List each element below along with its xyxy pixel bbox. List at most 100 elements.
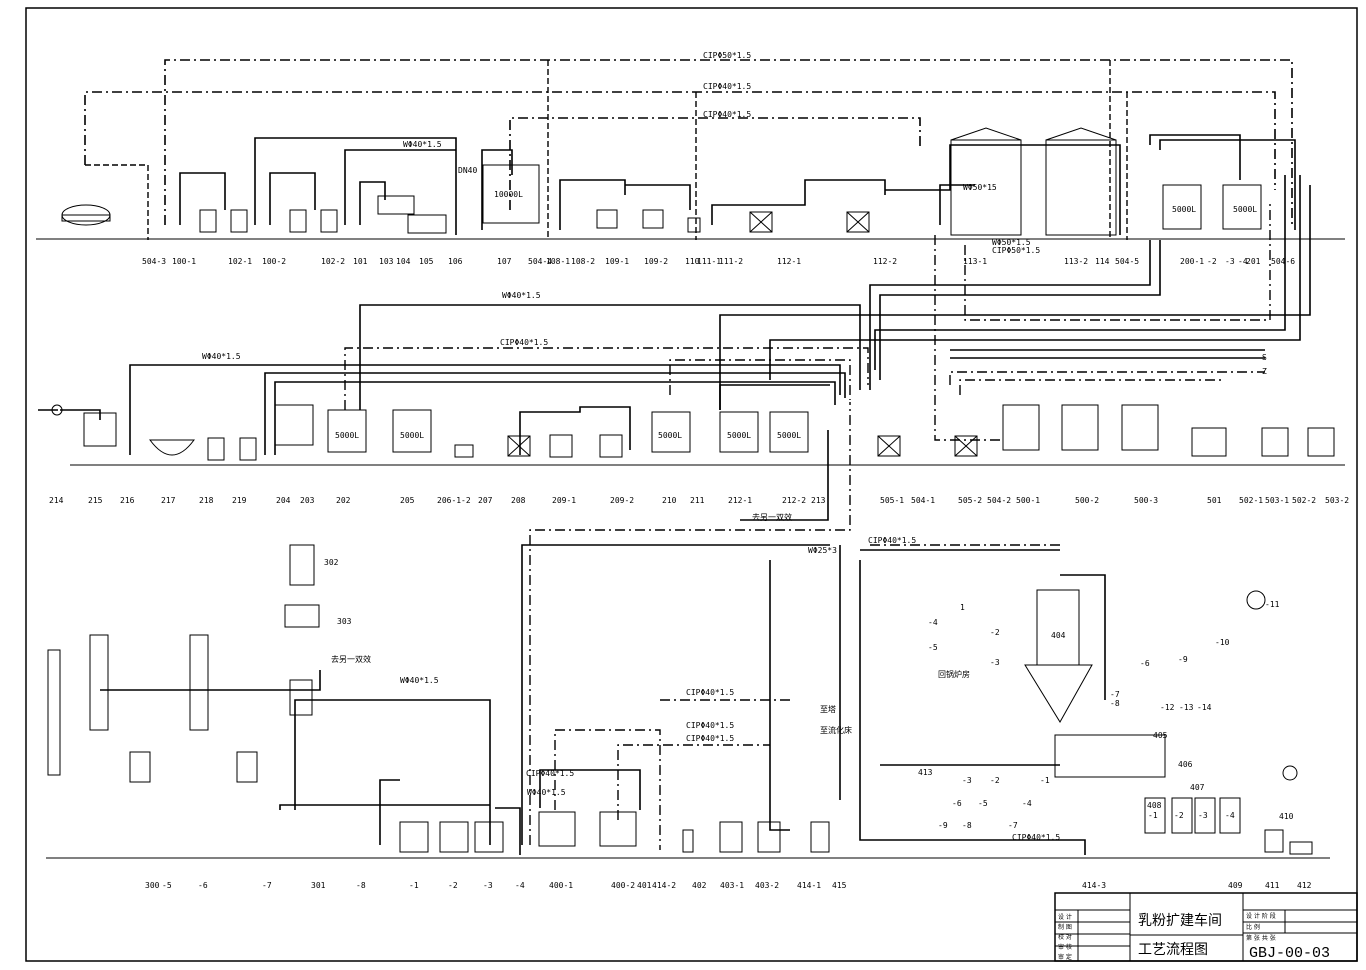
equip-label: -1 <box>1148 811 1158 820</box>
title-block <box>1054 892 1358 962</box>
equipment-number: 103 <box>379 257 394 266</box>
pipe-label: CIPΦ50*1.5 <box>703 51 751 60</box>
equip-label: -10 <box>1215 638 1230 647</box>
equipment-number: 504-5 <box>1115 257 1139 266</box>
equipment-number: 210 <box>662 496 677 505</box>
equip-label: 413 <box>918 768 933 777</box>
equip-label: -3 <box>962 776 972 785</box>
equipment-number: 503-2 <box>1325 496 1349 505</box>
equipment-number: 105 <box>419 257 434 266</box>
equipment-number: 107 <box>497 257 512 266</box>
equip-label: -5 <box>928 643 938 652</box>
equip-label: -8 <box>962 821 972 830</box>
equipment-number: 400-1 <box>549 881 573 890</box>
pipe-label: CIPΦ40*1.5 <box>1012 833 1060 842</box>
equip-label: 408 <box>1147 801 1162 810</box>
equipment-number: 414-1 <box>797 881 821 890</box>
pipe-label: CIPΦ40*1.5 <box>686 721 734 730</box>
equip-label: -7 <box>1008 821 1018 830</box>
row2-cip-lines <box>344 347 1265 410</box>
equip-label: S <box>1262 353 1267 362</box>
equipment-number: 504-6 <box>1271 257 1295 266</box>
pipe-label: CIPΦ40*1.5 <box>703 82 751 91</box>
equip-label: 407 <box>1190 783 1205 792</box>
equipment-number: -8 <box>356 881 366 890</box>
equipment-number: 208 <box>511 496 526 505</box>
drawing-number: GBJ-00-03 <box>1249 945 1330 962</box>
pipe-label: WΦ50*15 <box>963 183 997 192</box>
equipment-number: 212-2 <box>782 496 806 505</box>
pipe-label: WΦ25*3 <box>808 546 837 555</box>
equipment-number: 503-1 <box>1265 496 1289 505</box>
equip-label: 410 <box>1279 812 1294 821</box>
equipment-number: 502-1 <box>1239 496 1263 505</box>
equipment-number: 100-1 <box>172 257 196 266</box>
equipment-number: 411 <box>1265 881 1280 890</box>
equip-label: -8 <box>1110 699 1120 708</box>
drawing-title-line1: 乳粉扩建车间 <box>1138 912 1222 929</box>
tank-label: 5000L <box>1172 205 1196 214</box>
row1-right-dashed <box>934 200 1271 441</box>
equip-label: -7 <box>1110 690 1120 699</box>
equipment-number: 218 <box>199 496 214 505</box>
equipment-number: 219 <box>232 496 247 505</box>
equipment-number: 412 <box>1297 881 1312 890</box>
equipment-number: 401 <box>637 881 652 890</box>
pipe-label: 至流化床 <box>820 725 852 735</box>
equip-label: 405 <box>1153 731 1168 740</box>
equipment-number: 300 <box>145 881 160 890</box>
equipment-number: 202 <box>336 496 351 505</box>
equipment-number: -7 <box>262 881 272 890</box>
title-block-right-label: 设 计 阶 段 <box>1246 912 1276 920</box>
equipment-number: 108-2 <box>571 257 595 266</box>
equip-label: -4 <box>1225 811 1235 820</box>
pipe-label: 去另一双效 <box>331 654 371 664</box>
equipment-number: 217 <box>161 496 176 505</box>
equipment-number: 209-2 <box>610 496 634 505</box>
row2-equipment <box>51 404 1335 461</box>
tank-label: 5000L <box>658 431 682 440</box>
equip-label: -9 <box>1178 655 1188 664</box>
title-block-row-labels: 设 计制 图校 对审 核审 定 <box>1058 913 1072 961</box>
pipe-label: CIPΦ40*1.5 <box>703 110 751 119</box>
equipment-number: 114 <box>1095 257 1110 266</box>
equipment-number: 211 <box>690 496 705 505</box>
pipe-label: DN40 <box>458 166 477 175</box>
equipment-number: 110 <box>685 257 700 266</box>
equipment-number: 200-1 <box>1180 257 1204 266</box>
equipment-number: 502-2 <box>1292 496 1316 505</box>
equipment-number: -6 <box>198 881 208 890</box>
equipment-number: 402 <box>692 881 707 890</box>
equipment-number: 212-1 <box>728 496 752 505</box>
row1-equipment <box>61 127 1262 236</box>
equipment-number: 414-3 <box>1082 881 1106 890</box>
equipment-number: 111-1 <box>697 257 721 266</box>
equipment-number: -3 <box>483 881 493 890</box>
equipment-number: 213 <box>811 496 826 505</box>
equipment-number: 216 <box>120 496 135 505</box>
equipment-number: 215 <box>88 496 103 505</box>
equipment-number: -2 <box>1207 257 1217 266</box>
equipment-number: 102-1 <box>228 257 252 266</box>
equip-label: -2 <box>990 628 1000 637</box>
equip-label: -4 <box>928 618 938 627</box>
equipment-number: 113-2 <box>1064 257 1088 266</box>
equipment-number: 504-3 <box>142 257 166 266</box>
pipe-label: CIPΦ40*1.5 <box>500 338 548 347</box>
equip-label: -1 <box>1040 776 1050 785</box>
equipment-number: -5 <box>162 881 172 890</box>
equipment-number: 505-1 <box>880 496 904 505</box>
equipment-number: 205 <box>400 496 415 505</box>
row3-cip-lines <box>529 402 1060 850</box>
equip-label: 406 <box>1178 760 1193 769</box>
equipment-number: -4 <box>1238 257 1248 266</box>
equipment-number: 102-2 <box>321 257 345 266</box>
pipe-label: 回锅炉房 <box>938 669 970 679</box>
pipe-label: WΦ40*1.5 <box>403 140 442 149</box>
equipment-number: -2 <box>461 496 471 505</box>
pipe-label: WΦ40*1.5 <box>527 788 566 797</box>
